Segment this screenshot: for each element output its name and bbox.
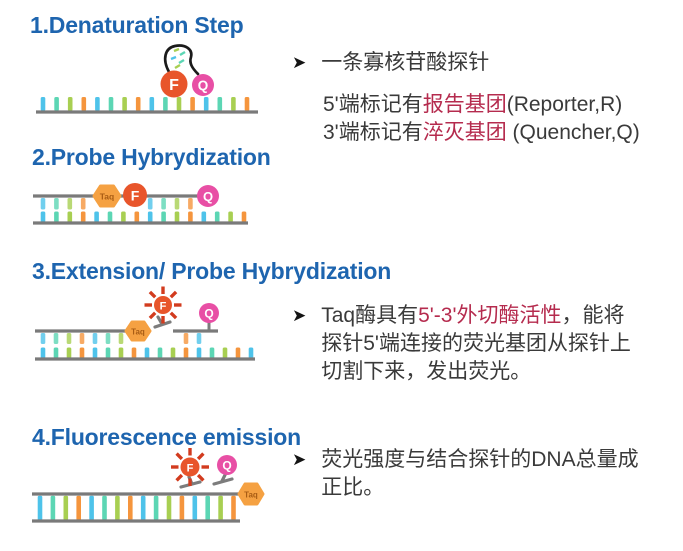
cleavage-line-1: Taq酶具有5'-3'外切酶活性，能将 (321, 304, 625, 327)
quencher-dye-icon: Q (192, 74, 214, 96)
svg-text:Taq: Taq (131, 328, 145, 337)
dna-bases (40, 97, 250, 111)
quencher-dye-icon: Q (217, 455, 237, 475)
fluorescence-burst-icon (171, 448, 209, 486)
section-2-title: 2.Probe Hybrydization (32, 144, 271, 170)
svg-text:Q: Q (222, 459, 231, 473)
quencher-dye-icon: Q (199, 303, 219, 330)
section-1-title: 1.Denaturation Step (30, 12, 244, 38)
taq-polymerase-icon: Taq (237, 482, 265, 506)
fluorescence-emission-diagram: Taq F Q (32, 448, 265, 523)
cleavage-line-3: 切割下来，发出荧光。 (321, 360, 532, 383)
svg-text:F: F (131, 188, 140, 204)
reporter-dye-icon: F (180, 457, 200, 477)
svg-text:F: F (187, 463, 194, 475)
reporter-dye-icon: F (160, 70, 188, 98)
quencher-term: 淬灭基团 (422, 121, 507, 144)
taq-polymerase-icon: Taq (92, 184, 122, 208)
svg-text:Q: Q (198, 78, 209, 93)
section-3-title: 3.Extension/ Probe Hybrydization (32, 258, 392, 284)
reporter-line: 5'端标记有报告基团(Reporter,R) (323, 93, 623, 116)
exonuclease-term: 5'-3'外切酶活性 (418, 304, 562, 327)
cleavage-line-2: 探针5'端连接的荧光基团从探针上 (321, 332, 631, 355)
svg-text:Taq: Taq (244, 491, 258, 500)
emission-line-2: 正比。 (321, 476, 385, 499)
quencher-line: 3'端标记有淬灭基团 (Quencher,Q) (323, 121, 640, 144)
svg-text:Q: Q (204, 307, 213, 321)
probe-bases (40, 333, 202, 344)
extension-cleavage-diagram: Taq F Q (35, 286, 255, 361)
svg-text:Q: Q (203, 189, 213, 204)
denaturation-diagram: F Q (36, 44, 258, 114)
note-probe-labels: 5'端标记有报告基团(Reporter,R) 3'端标记有淬灭基团 (Quenc… (323, 91, 640, 147)
note-probe-intro: ➤ 一条寡核苷酸探针 (292, 49, 489, 77)
svg-text:F: F (169, 77, 179, 94)
hairpin-probe-icon (163, 44, 200, 76)
emission-line-1: 荧光强度与结合探针的DNA总量成 (321, 448, 639, 471)
note-emission: ➤ 荧光强度与结合探针的DNA总量成 正比。 (292, 446, 639, 502)
reporter-dye-icon: F (154, 296, 172, 314)
note-cleavage: ➤ Taq酶具有5'-3'外切酶活性，能将 探针5'端连接的荧光基团从探针上 切… (292, 302, 631, 386)
dna-bases (37, 495, 236, 521)
bullet-arrow-icon: ➤ (292, 450, 307, 469)
svg-text:Taq: Taq (100, 192, 114, 202)
probe-bases (40, 198, 193, 210)
reporter-term: 报告基团 (422, 93, 507, 116)
quencher-dye-icon: Q (197, 185, 219, 207)
probe-intro-text: 一条寡核苷酸探针 (321, 51, 490, 74)
dna-bases (40, 347, 254, 359)
svg-text:F: F (160, 301, 167, 313)
taq-polymerase-icon: Taq (124, 320, 152, 342)
section-4-title: 4.Fluorescence emission (32, 424, 301, 450)
fluorescence-burst-icon (144, 286, 182, 324)
reporter-dye-icon: F (123, 183, 147, 207)
hybridization-diagram: Taq F Q (33, 183, 248, 225)
bullet-arrow-icon: ➤ (292, 53, 307, 72)
bullet-arrow-icon: ➤ (292, 306, 307, 325)
dna-bases (40, 211, 247, 223)
